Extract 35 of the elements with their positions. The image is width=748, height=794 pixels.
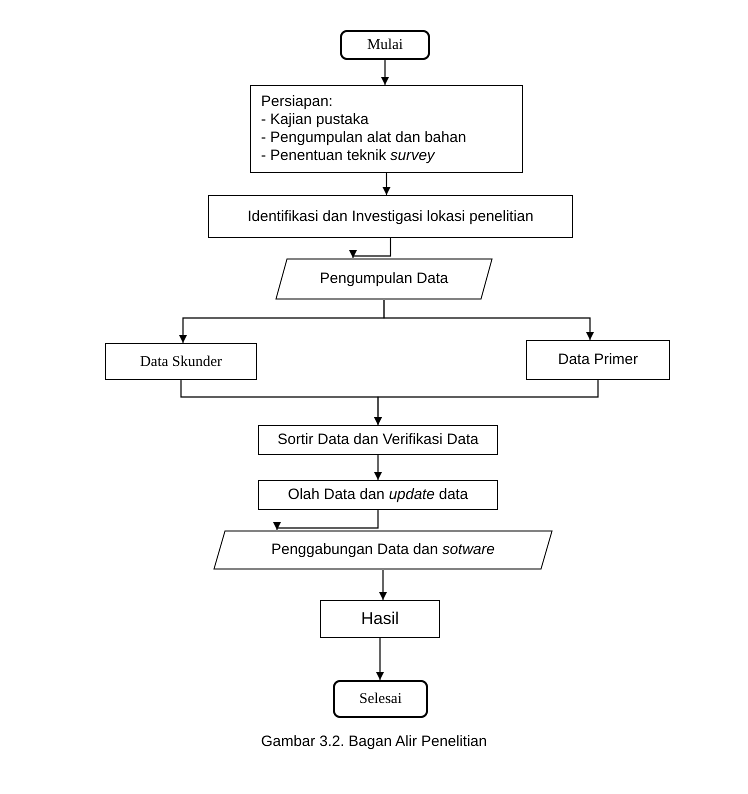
node-label: Olah Data dan update data — [288, 486, 468, 504]
list-item: - Pengumpulan alat dan bahan — [261, 129, 466, 147]
arrow — [382, 173, 390, 195]
process-box — [208, 195, 573, 238]
data-parallelogram — [213, 530, 553, 570]
figure-caption: Gambar 3.2. Bagan Alir Penelitian — [260, 733, 488, 750]
node-label: Sortir Data dan Verifikasi Data — [278, 431, 478, 449]
heading-text: Persiapan: — [261, 93, 333, 111]
arrow — [376, 638, 384, 680]
arrow — [273, 510, 379, 530]
terminator-box — [340, 30, 430, 60]
node-label: Identifikasi dan Investigasi lokasi penelitian — [247, 208, 534, 226]
process-box — [258, 480, 498, 510]
list-item: - Kajian pustaka — [261, 111, 369, 129]
node-label: Hasil — [361, 608, 399, 630]
process-box — [250, 85, 523, 173]
arrow — [349, 238, 392, 258]
node-label: Penggabungan Data dan sotware — [271, 541, 495, 559]
node-label: Selesai — [359, 690, 402, 708]
process-box — [105, 343, 257, 380]
arrow — [374, 380, 599, 425]
process-box — [258, 425, 498, 455]
node-label: Data Primer — [558, 351, 638, 369]
node-label: Mulai — [367, 36, 403, 54]
node-label: Pengumpulan Data — [320, 270, 448, 288]
arrow — [374, 455, 382, 480]
list-item: - Penentuan teknik survey — [261, 147, 434, 165]
terminator-box — [333, 680, 428, 718]
arrow — [379, 570, 387, 600]
arrow — [383, 300, 594, 340]
process-box — [526, 340, 670, 380]
process-box — [320, 600, 440, 638]
data-parallelogram — [275, 258, 493, 300]
node-label: Data Skunder — [140, 352, 222, 370]
arrow — [381, 60, 389, 85]
